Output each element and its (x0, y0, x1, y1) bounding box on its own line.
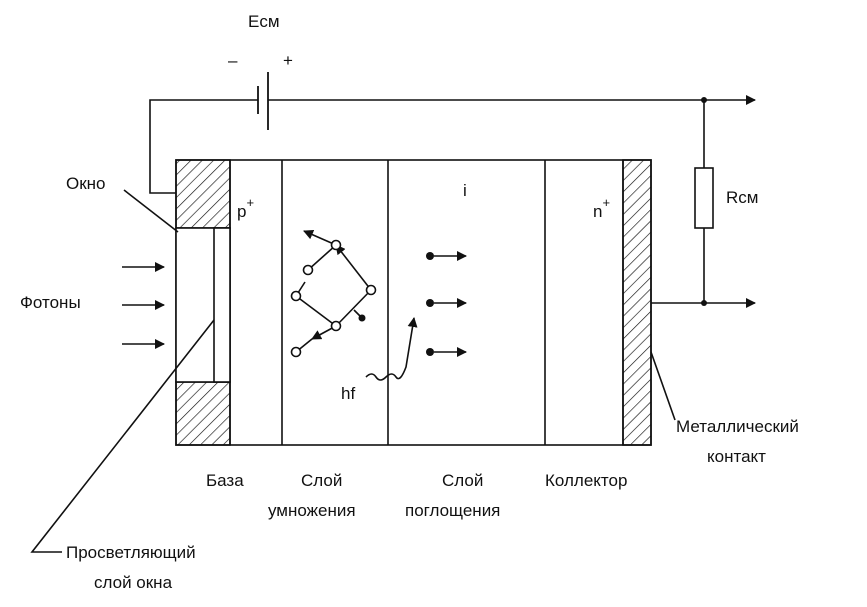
electron-c (426, 348, 434, 356)
leader-metal (650, 351, 676, 421)
label-metal-2: контакт (707, 447, 766, 466)
hole-6 (302, 264, 314, 276)
label-e-cm: Eсм (248, 12, 280, 31)
label-minus: – (228, 51, 238, 70)
leader-okno (123, 189, 179, 233)
label-plus: + (283, 51, 293, 70)
label-i: i (463, 181, 467, 200)
hole-5 (290, 346, 302, 358)
metal-contact (622, 159, 652, 446)
hole-4 (330, 320, 342, 332)
junction-bottom (701, 300, 707, 306)
label-baza: База (206, 471, 244, 490)
leader-prosvet (30, 319, 215, 553)
label-r-cm: Rсм (726, 188, 758, 207)
label-prosvet-1: Просветляющий (66, 543, 196, 562)
label-okno: Окно (66, 174, 106, 193)
electron-b (426, 299, 434, 307)
left-contact-top (175, 159, 231, 229)
photon-wave-hf (365, 317, 418, 381)
label-metal-1: Металлический (676, 417, 799, 436)
hole-3 (290, 290, 302, 302)
avalanche-tree (290, 230, 377, 358)
absorption-electrons (426, 251, 467, 357)
label-sloy-umnozheniya-1: Слой (301, 471, 342, 490)
antireflection-layer (213, 227, 231, 383)
label-p-plus: p+ (237, 195, 254, 221)
label-hf: hf (341, 384, 355, 403)
left-contact-bottom (175, 381, 231, 446)
resistor (694, 167, 714, 229)
hole-2 (365, 284, 377, 296)
electron-1 (358, 314, 366, 322)
label-prosvet-2: слой окна (94, 573, 173, 592)
wire-left (149, 99, 258, 194)
electron-a (426, 252, 434, 260)
label-sloy-poglosheniya-2: поглощения (405, 501, 500, 520)
label-kollektor: Коллектор (545, 471, 627, 490)
label-fotony: Фотоны (20, 293, 81, 312)
hole-1 (330, 239, 342, 251)
label-n-plus: n+ (593, 195, 610, 221)
label-sloy-umnozheniya-2: умножения (268, 501, 356, 520)
label-sloy-poglosheniya-1: Слой (442, 471, 483, 490)
